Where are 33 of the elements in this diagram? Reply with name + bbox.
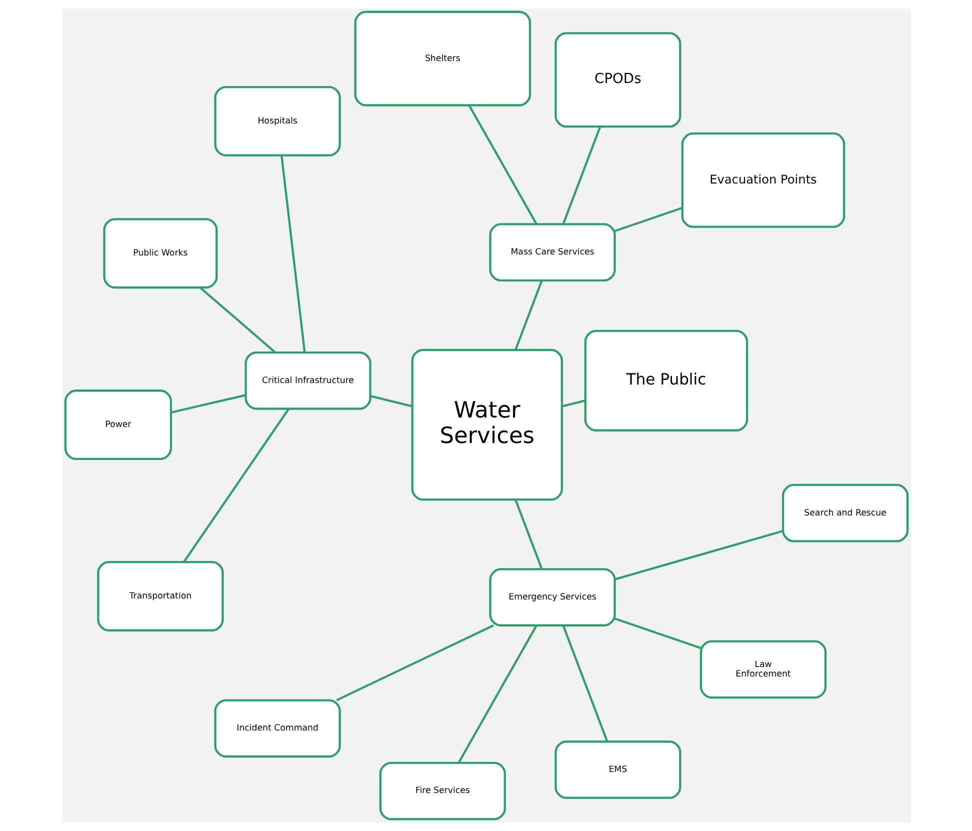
node-box: EMS (554, 740, 681, 799)
connector (561, 400, 585, 408)
node-box: Public Works (102, 218, 218, 289)
node-box: Critical Infrastructure (244, 351, 371, 410)
node-box: Fire Services (378, 762, 506, 820)
connector (468, 105, 537, 225)
connector (614, 618, 701, 650)
connector (170, 394, 246, 414)
connector (199, 286, 276, 354)
node-box: CPODs (554, 32, 681, 128)
connector (514, 499, 542, 570)
node-box: Shelters (354, 10, 531, 106)
node-box: Transportation (96, 561, 224, 632)
connector (370, 395, 412, 408)
connector (336, 624, 494, 702)
connector (182, 408, 290, 563)
node-box: Evacuation Points (680, 132, 845, 228)
connector (562, 625, 608, 742)
node-box: Emergency Services (488, 568, 616, 626)
connector (514, 280, 542, 350)
node-box: Incident Command (214, 699, 340, 758)
node-box: Power (64, 390, 172, 460)
node-box: Hospitals (214, 86, 340, 156)
connector (457, 624, 537, 764)
connector (614, 530, 783, 580)
connector (614, 206, 682, 232)
connector (562, 126, 601, 224)
node-box: Water Services (410, 348, 562, 501)
node-box: Law Enforcement (699, 640, 826, 699)
node-box: Search and Rescue (781, 484, 908, 542)
connector (280, 155, 306, 353)
node-box: Mass Care Services (488, 223, 616, 282)
node-box: The Public (584, 330, 748, 432)
